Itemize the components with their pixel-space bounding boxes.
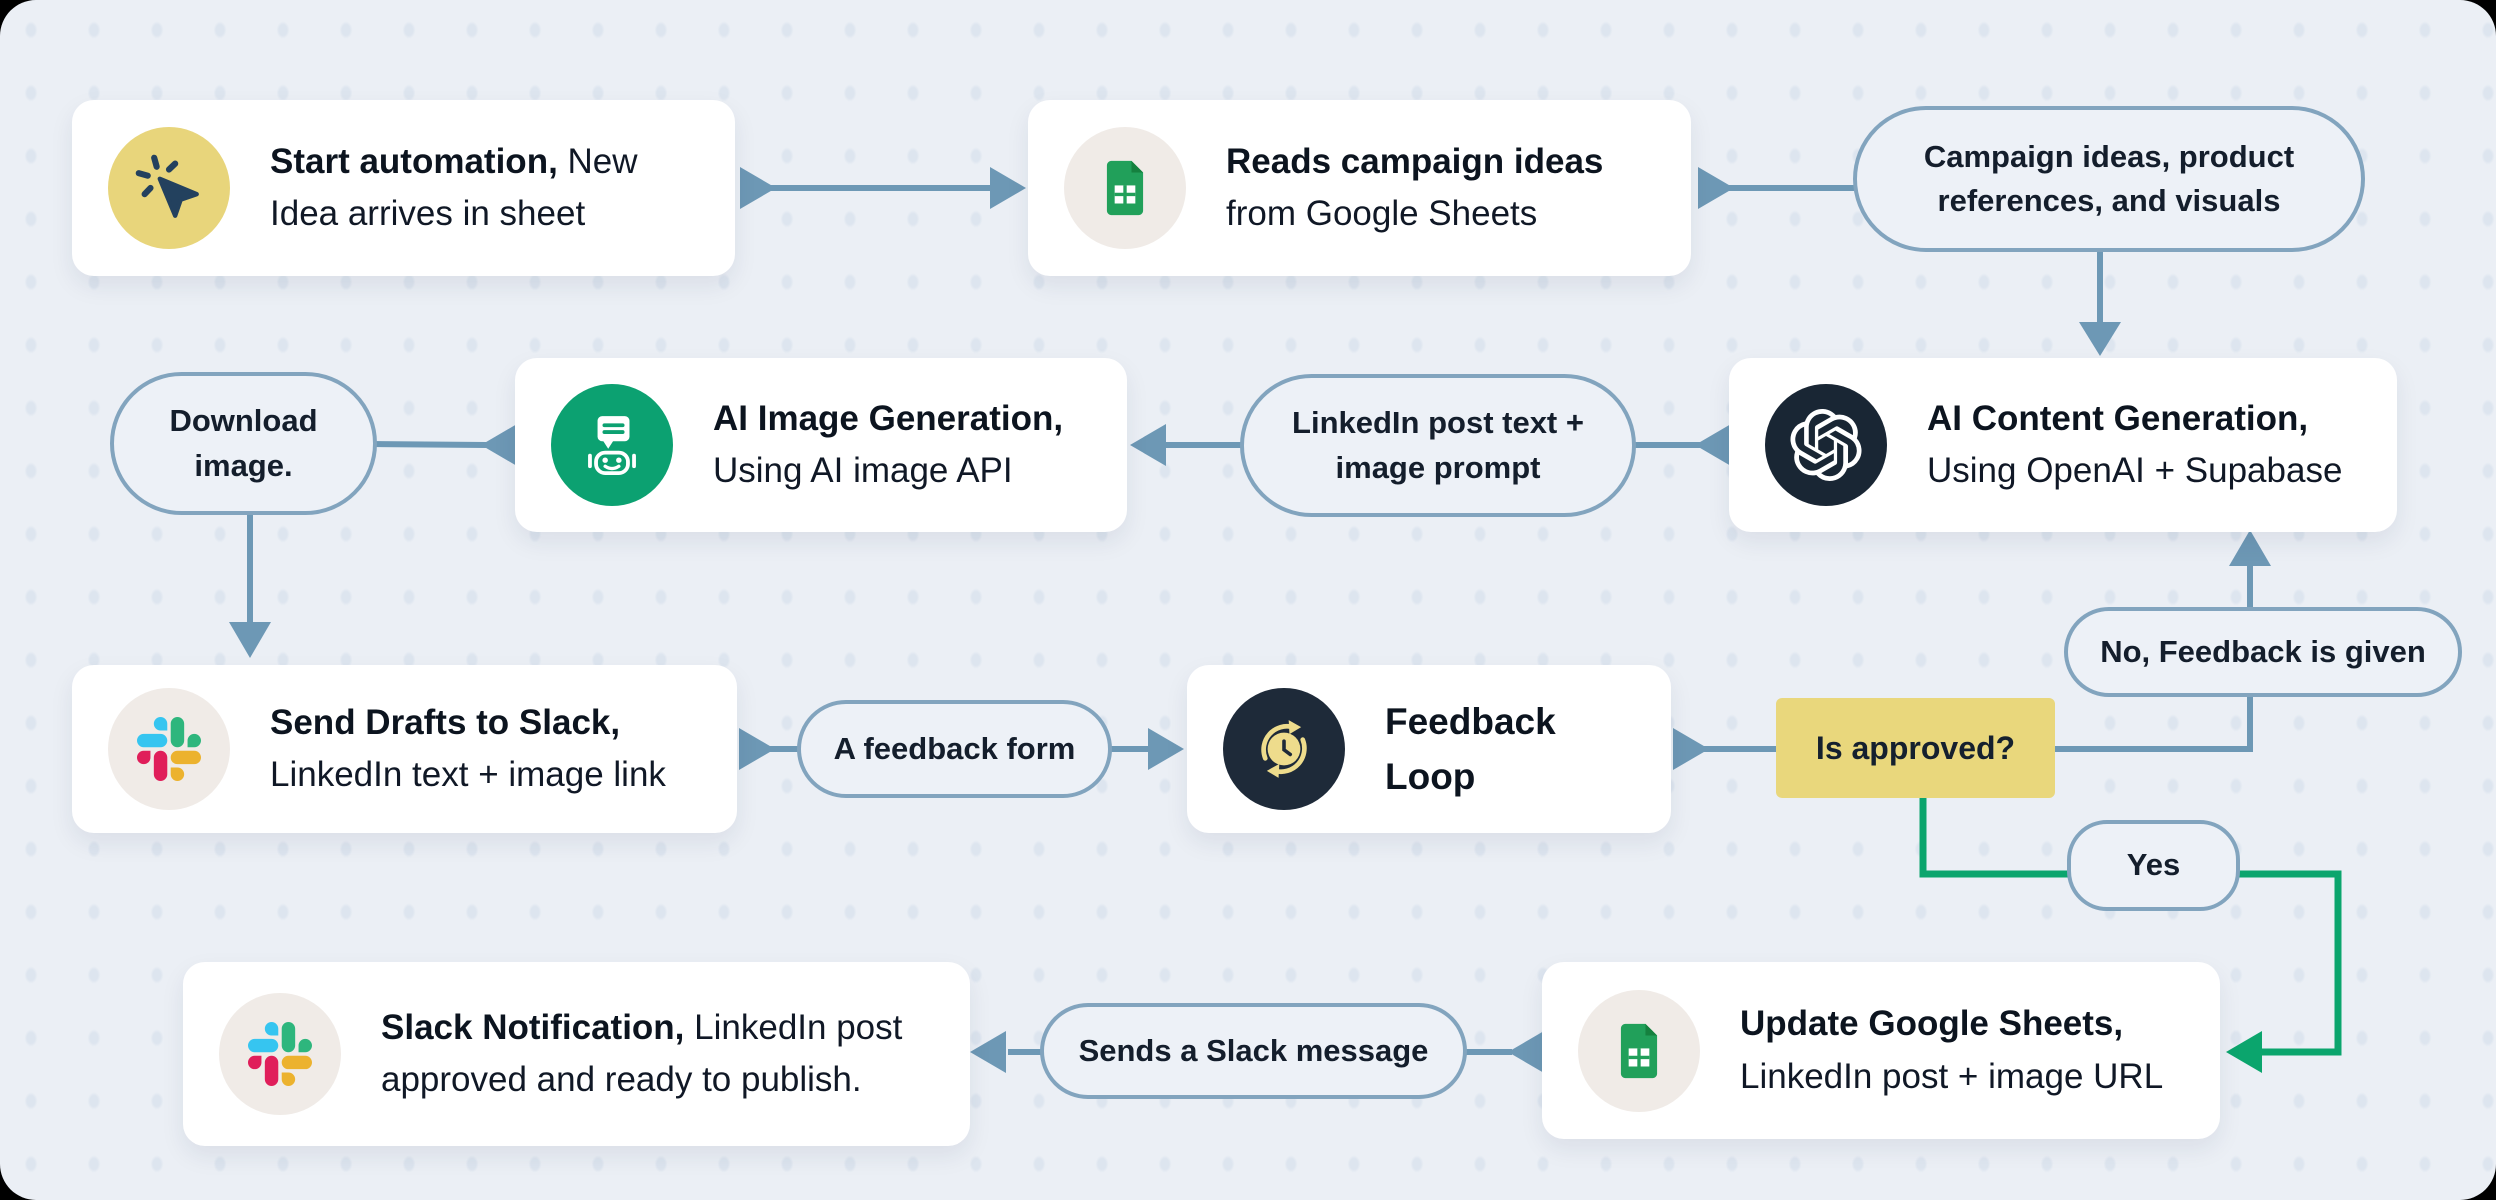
pill-slack-message: Sends a Slack message bbox=[1040, 1003, 1467, 1099]
node-feedback-loop: Feedback Loop bbox=[1187, 665, 1671, 833]
pill-yes: Yes bbox=[2067, 820, 2240, 911]
pill-label: Campaign ideas, product references, and … bbox=[1923, 138, 2295, 218]
node-title: AI Image Generation, bbox=[713, 398, 1064, 438]
node-title: Reads campaign ideas bbox=[1226, 141, 1604, 181]
blue-connectors bbox=[229, 167, 2271, 1073]
connector-campaign-to-aicontent bbox=[2079, 250, 2121, 356]
node-title: Start automation, bbox=[270, 141, 558, 181]
node-text: Start automation, New Idea arrives in sh… bbox=[270, 136, 711, 241]
node-title: Update Google Sheets, bbox=[1740, 1004, 2124, 1043]
node-desc: LinkedIn post approved and ready to publ… bbox=[381, 1007, 903, 1100]
decision-is-approved: Is approved? bbox=[1776, 698, 2055, 798]
pill-no-feedback: No, Feedback is given bbox=[2064, 607, 2462, 697]
node-title: Send Drafts to Slack, bbox=[270, 702, 621, 742]
node-title: AI Content Generation, bbox=[1927, 398, 2309, 438]
connector-start-to-reads bbox=[740, 167, 1026, 209]
connector-update-to-message bbox=[1460, 1031, 1544, 1073]
node-desc: New Idea arrives in sheet bbox=[270, 141, 638, 234]
node-send-drafts-slack: Send Drafts to Slack, LinkedIn text + im… bbox=[72, 665, 737, 833]
pill-label: Yes bbox=[2126, 847, 2181, 883]
node-desc: from Google Sheets bbox=[1226, 194, 1538, 233]
connector-download-to-drafts bbox=[229, 513, 271, 658]
node-desc: Using OpenAI + Supabase bbox=[1927, 451, 2343, 490]
connector-aiimage-to-download bbox=[371, 424, 517, 466]
node-text: AI Content Generation, Using OpenAI + Su… bbox=[1927, 393, 2373, 498]
node-title: Slack Notification, bbox=[381, 1007, 685, 1047]
decision-label: Is approved? bbox=[1815, 729, 2016, 766]
slack-icon bbox=[108, 688, 230, 810]
pill-label: LinkedIn post text + image prompt bbox=[1292, 405, 1584, 485]
connector-reads-to-campaign bbox=[1698, 167, 1870, 209]
node-text: Update Google Sheets, LinkedIn post + im… bbox=[1740, 998, 2196, 1103]
clock-cycle-icon bbox=[1223, 688, 1345, 810]
openai-icon bbox=[1765, 384, 1887, 506]
connector-message-to-notification bbox=[970, 1031, 1046, 1073]
node-text: AI Image Generation, Using AI image API bbox=[713, 393, 1103, 498]
node-ai-image-generation: AI Image Generation, Using AI image API bbox=[515, 358, 1127, 532]
node-desc: LinkedIn post + image URL bbox=[1740, 1056, 2164, 1096]
connector-form-to-loop bbox=[1108, 728, 1184, 770]
node-text: Slack Notification, LinkedIn post approv… bbox=[381, 1002, 946, 1107]
pill-linkedin-prompt: LinkedIn post text + image prompt bbox=[1240, 374, 1636, 517]
pill-label: No, Feedback is given bbox=[2100, 633, 2426, 669]
node-read-sheets: Reads campaign ideas from Google Sheets bbox=[1028, 100, 1691, 276]
cursor-click-icon bbox=[108, 127, 230, 249]
node-title: Feedback Loop bbox=[1385, 700, 1556, 798]
pill-label: A feedback form bbox=[833, 730, 1076, 766]
chatbot-icon bbox=[551, 384, 673, 506]
connector-aicontent-to-prompt bbox=[1630, 424, 1731, 466]
slack-icon bbox=[219, 993, 341, 1115]
google-sheets-icon bbox=[1578, 989, 1700, 1112]
pill-feedback-form: A feedback form bbox=[797, 700, 1112, 798]
node-start-automation: Start automation, New Idea arrives in sh… bbox=[72, 100, 735, 276]
connector-prompt-to-aiimage bbox=[1130, 424, 1246, 466]
node-text: Reads campaign ideas from Google Sheets bbox=[1226, 136, 1667, 241]
node-text: Send Drafts to Slack, LinkedIn text + im… bbox=[270, 697, 713, 802]
connector-loop-to-decision bbox=[1673, 728, 1782, 770]
node-slack-notification: Slack Notification, LinkedIn post approv… bbox=[183, 962, 970, 1146]
pill-download-image: Download image. bbox=[110, 372, 377, 515]
node-desc: Using AI image API bbox=[713, 451, 1013, 490]
node-ai-content-generation: AI Content Generation, Using OpenAI + Su… bbox=[1729, 358, 2397, 532]
google-sheets-icon bbox=[1064, 127, 1186, 249]
node-desc: LinkedIn text + image link bbox=[270, 755, 666, 794]
node-text: Feedback Loop bbox=[1385, 694, 1647, 805]
pill-label: Sends a Slack message bbox=[1078, 1032, 1429, 1068]
connector-yes-approved bbox=[1919, 798, 2342, 1073]
node-update-google-sheets: Update Google Sheets, LinkedIn post + im… bbox=[1542, 962, 2220, 1139]
pill-label: Download image. bbox=[169, 403, 318, 483]
pill-campaign-ideas: Campaign ideas, product references, and … bbox=[1853, 106, 2365, 252]
